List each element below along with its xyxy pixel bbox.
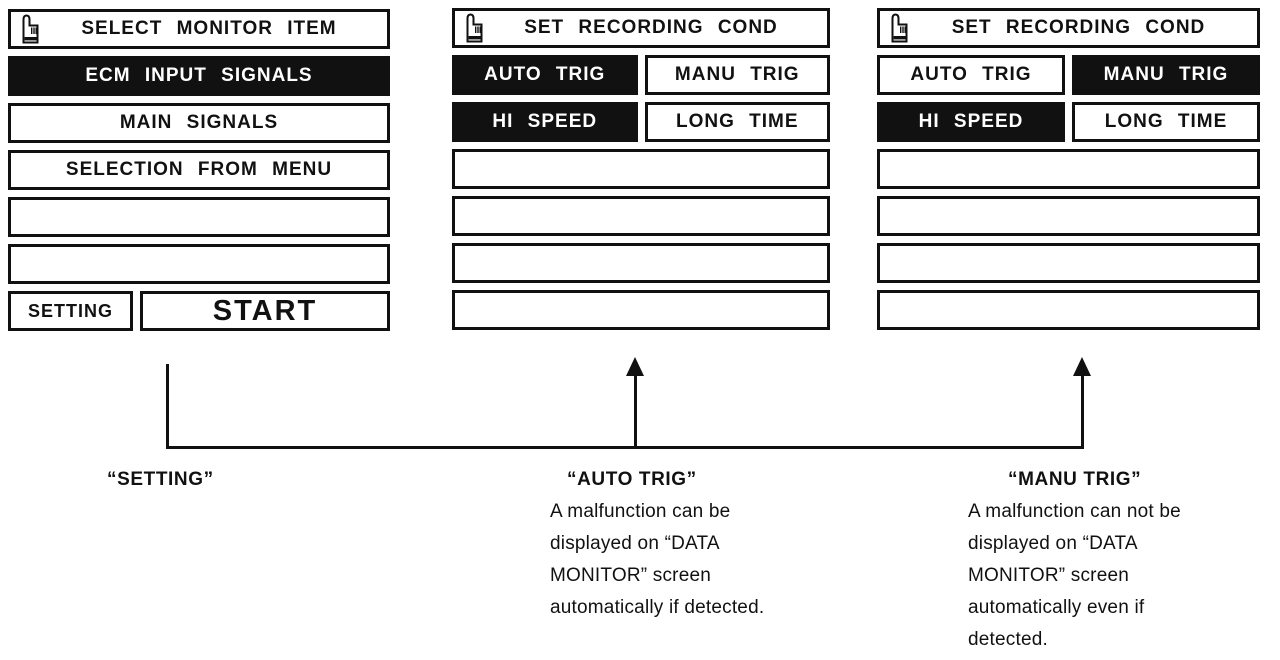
arrow-up-icon	[626, 357, 644, 376]
hi-speed-button[interactable]: HI SPEED	[452, 102, 638, 142]
caption-manu-trig: “MANU TRIG” A malfunction can not be dis…	[968, 464, 1228, 656]
trigger-row: AUTO TRIG MANU TRIG	[452, 55, 830, 95]
menu-item-empty	[877, 149, 1260, 189]
panel-header: SET RECORDING COND	[877, 8, 1260, 48]
menu-item-empty	[452, 243, 830, 283]
caption-auto-trig: “AUTO TRIG” A malfunction can be display…	[550, 464, 800, 624]
caption-line: A malfunction can be	[550, 501, 731, 522]
caption-line: A malfunction can not be	[968, 501, 1181, 522]
setting-button[interactable]: SETTING	[8, 291, 133, 331]
speed-row: HI SPEED LONG TIME	[452, 102, 830, 142]
touch-hand-icon	[464, 13, 485, 43]
caption-line: MONITOR” screen	[550, 565, 712, 586]
arrow-up-icon	[1073, 357, 1091, 376]
menu-item-empty	[8, 244, 390, 284]
caption-line: automatically even if	[968, 597, 1145, 618]
touch-hand-icon	[20, 14, 41, 44]
long-time-button[interactable]: LONG TIME	[644, 102, 830, 142]
caption-setting: “SETTING”	[107, 464, 214, 496]
hi-speed-button[interactable]: HI SPEED	[877, 102, 1065, 142]
screen-select-monitor-item: SELECT MONITOR ITEM ECM INPUT SIGNALS MA…	[8, 9, 390, 331]
panel-header: SET RECORDING COND	[452, 8, 830, 48]
caption-title: “SETTING”	[107, 469, 214, 490]
panel-header: SELECT MONITOR ITEM	[8, 9, 390, 49]
menu-item-empty	[452, 149, 830, 189]
panel-title: SELECT MONITOR ITEM	[81, 18, 337, 39]
arrow-up-shaft	[1081, 375, 1084, 446]
speed-row: HI SPEED LONG TIME	[877, 102, 1260, 142]
menu-item-ecm-input-signals[interactable]: ECM INPUT SIGNALS	[8, 56, 390, 96]
caption-title: “AUTO TRIG”	[567, 469, 697, 490]
panel-footer: SETTING START	[8, 291, 390, 331]
menu-item-empty	[452, 196, 830, 236]
caption-line: displayed on “DATA	[550, 533, 720, 554]
caption-line: displayed on “DATA	[968, 533, 1138, 554]
auto-trig-button[interactable]: AUTO TRIG	[877, 55, 1065, 95]
menu-item-selection-from-menu[interactable]: SELECTION FROM MENU	[8, 150, 390, 190]
manu-trig-button[interactable]: MANU TRIG	[1072, 55, 1260, 95]
connector-vertical-line	[166, 364, 169, 448]
menu-item-empty	[877, 196, 1260, 236]
screen-set-recording-cond-manu: SET RECORDING COND AUTO TRIG MANU TRIG H…	[877, 8, 1260, 330]
manu-trig-button[interactable]: MANU TRIG	[644, 55, 830, 95]
touch-hand-icon	[889, 13, 910, 43]
connector-horizontal-line	[166, 446, 1084, 449]
panel-title: SET RECORDING COND	[951, 17, 1206, 38]
menu-item-main-signals[interactable]: MAIN SIGNALS	[8, 103, 390, 143]
menu-item-empty	[877, 243, 1260, 283]
caption-title: “MANU TRIG”	[1008, 469, 1142, 490]
long-time-button[interactable]: LONG TIME	[1072, 102, 1260, 142]
caption-line: detected.	[968, 629, 1048, 650]
panel-title: SET RECORDING COND	[524, 17, 778, 38]
auto-trig-button[interactable]: AUTO TRIG	[452, 55, 638, 95]
menu-item-empty	[452, 290, 830, 330]
caption-line: automatically if detected.	[550, 597, 765, 618]
menu-item-empty	[8, 197, 390, 237]
trigger-row: AUTO TRIG MANU TRIG	[877, 55, 1260, 95]
caption-line: MONITOR” screen	[968, 565, 1130, 586]
screen-set-recording-cond-auto: SET RECORDING COND AUTO TRIG MANU TRIG H…	[452, 8, 830, 330]
arrow-up-shaft	[634, 375, 637, 446]
menu-item-empty	[877, 290, 1260, 330]
start-button[interactable]: START	[140, 291, 390, 331]
